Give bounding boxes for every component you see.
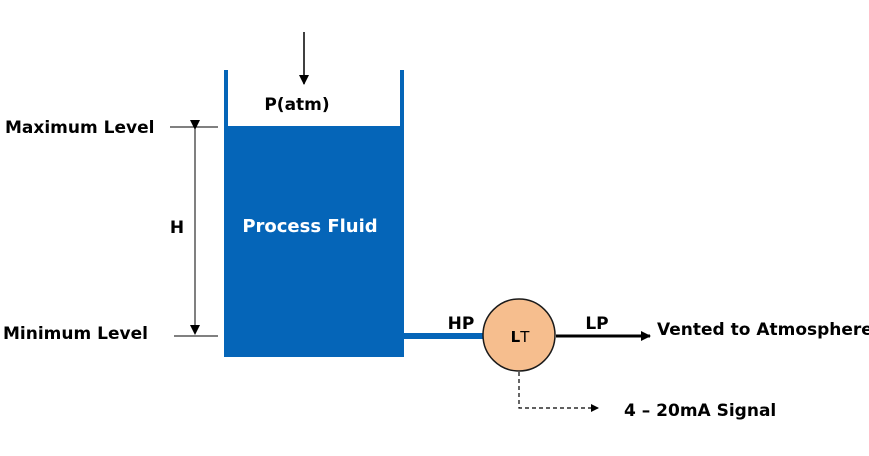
signal-label: 4 – 20mA Signal <box>624 401 776 421</box>
vented-label: Vented to Atmosphere <box>657 320 869 340</box>
level-transmitter-label: LT <box>511 328 531 346</box>
maximum-level-label: Maximum Level <box>5 118 154 138</box>
level-transmitter <box>482 298 556 372</box>
minimum-level-label: Minimum Level <box>3 324 148 344</box>
process-fluid-label: Process Fluid <box>242 216 377 237</box>
lp-label: LP <box>585 314 608 334</box>
process-fluid <box>224 126 404 357</box>
hp-impulse-line <box>402 333 486 339</box>
hp-label: HP <box>448 314 475 334</box>
signal-line <box>518 372 599 412</box>
height-label: H <box>170 218 184 238</box>
pressure-label: P(atm) <box>264 95 329 115</box>
